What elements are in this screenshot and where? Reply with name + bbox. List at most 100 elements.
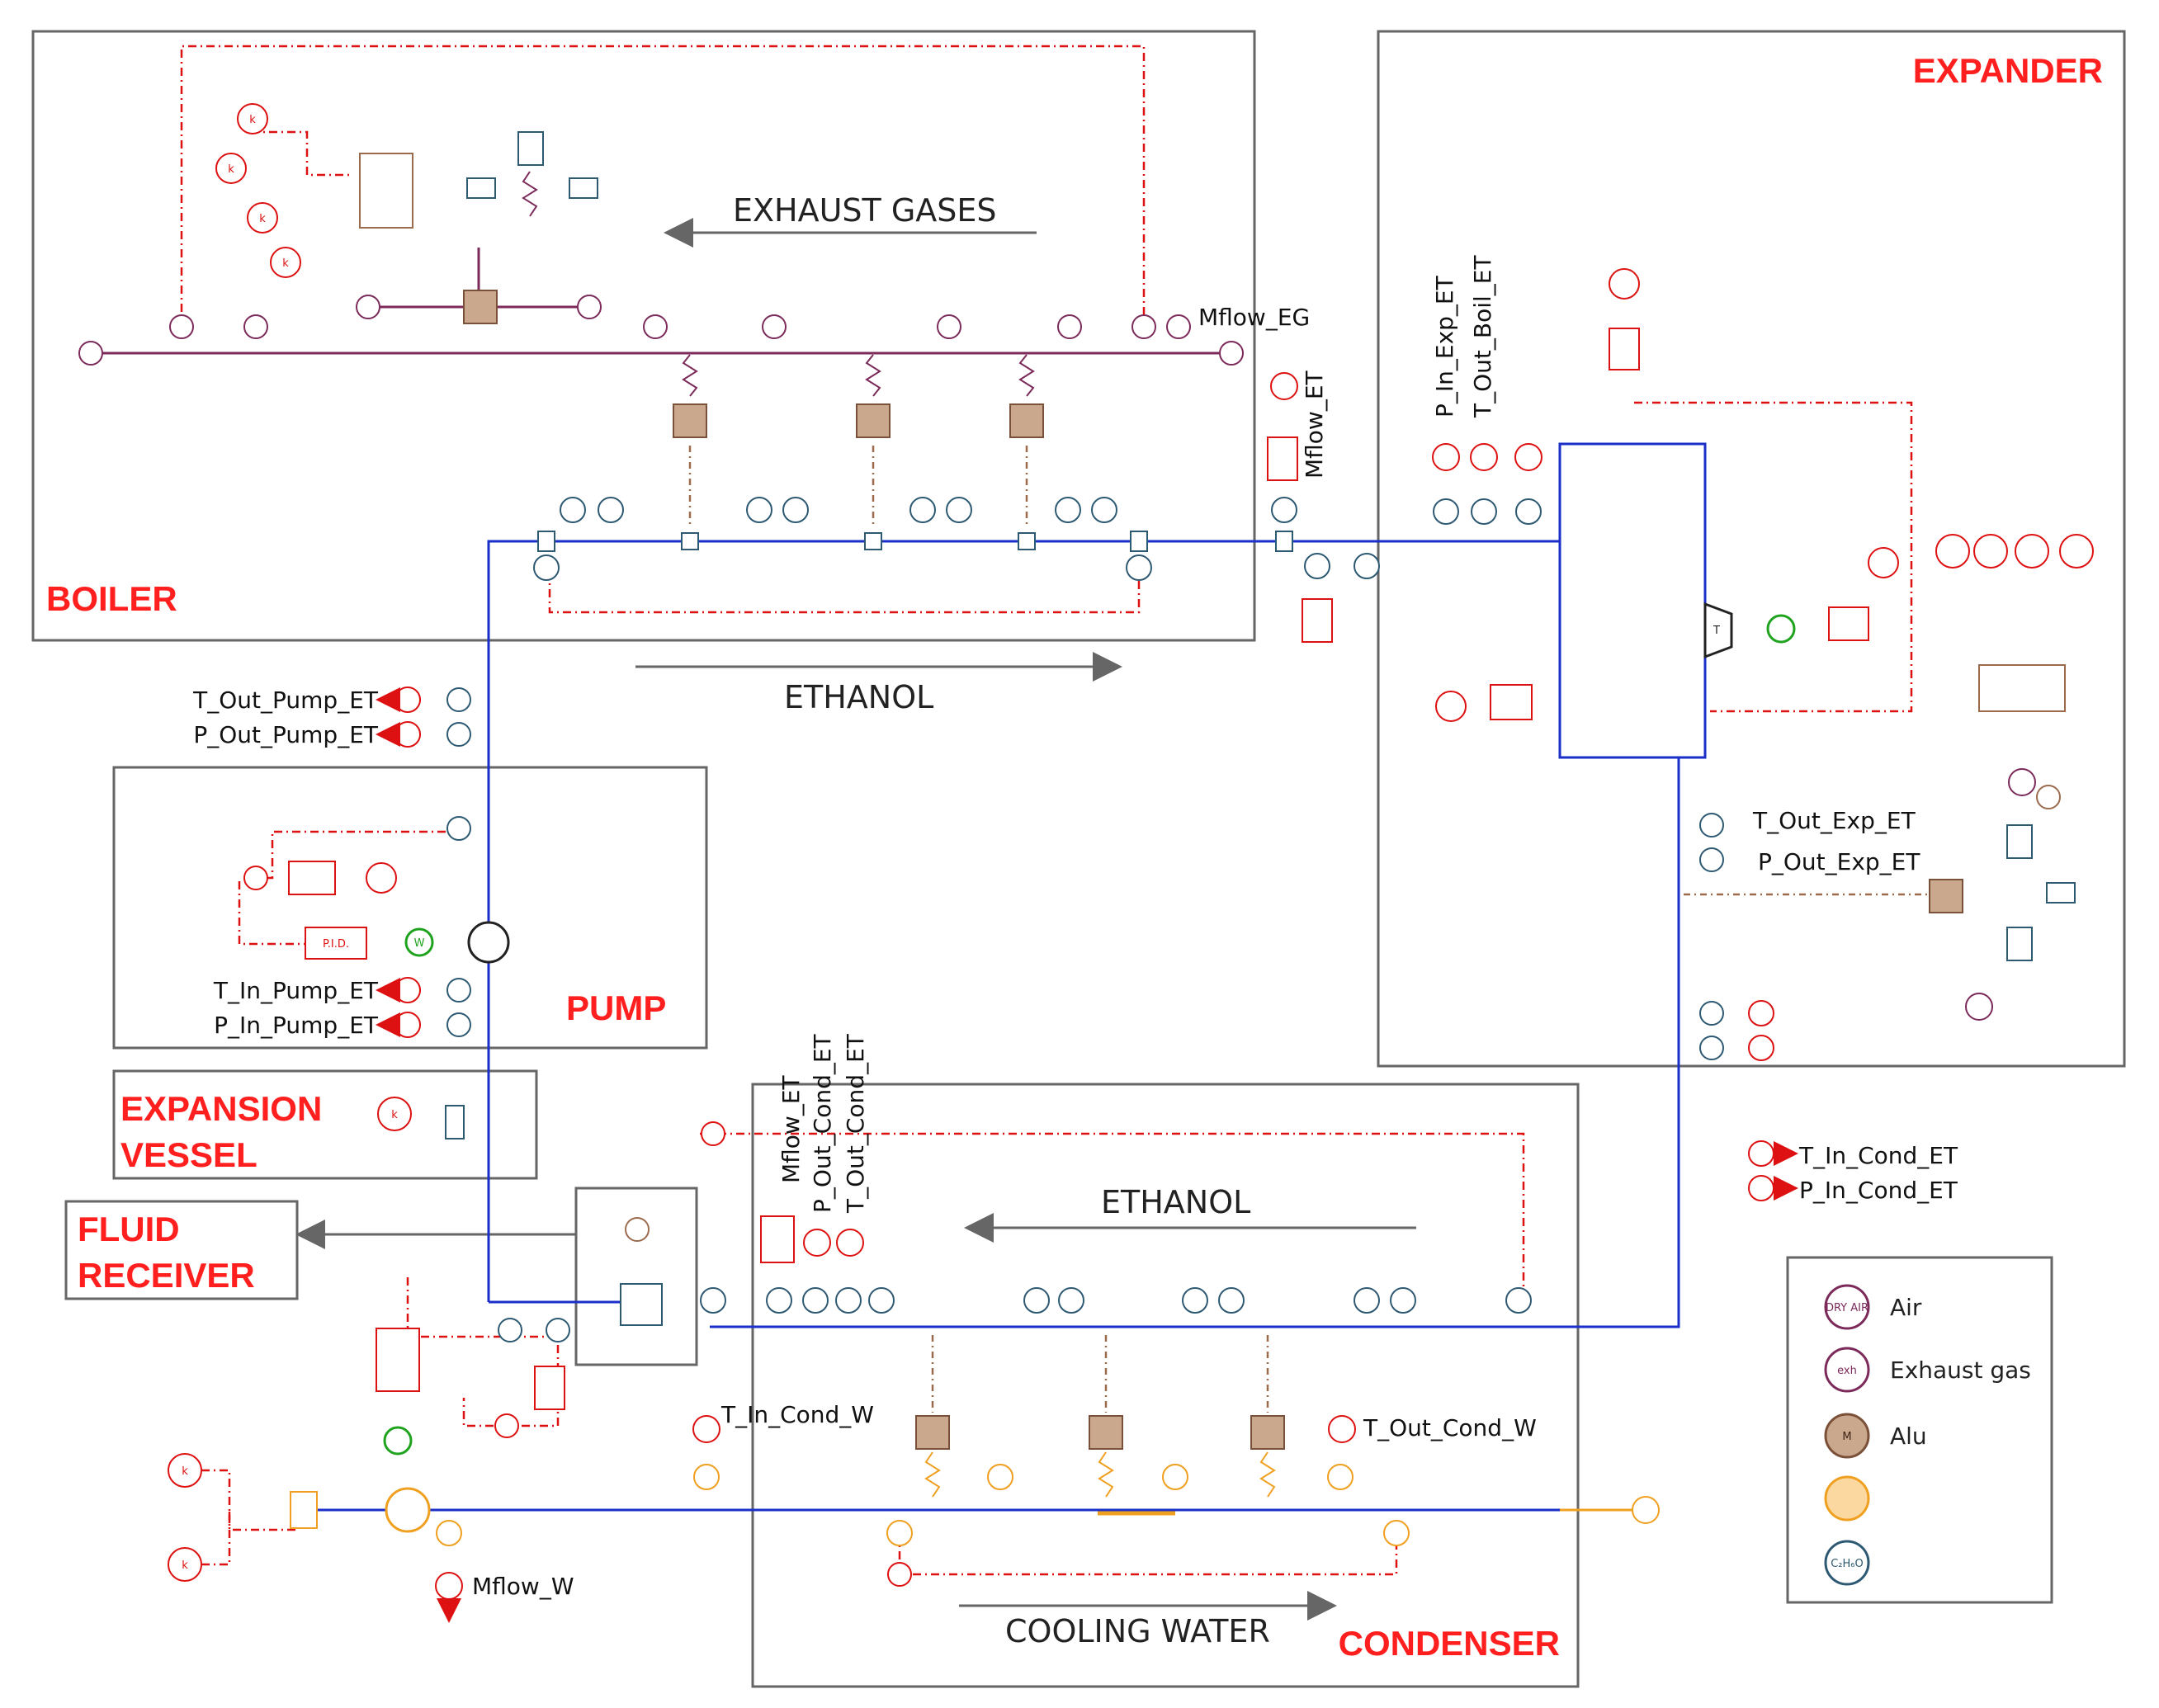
- water-sink[interactable]: [1632, 1496, 1660, 1524]
- water-pump-sensor[interactable]: [436, 1520, 462, 1546]
- exp-mflow-sensor[interactable]: [1270, 372, 1298, 400]
- exp-et-sensor-2[interactable]: [1471, 498, 1497, 525]
- exp-sensor-inlet-1[interactable]: [1432, 443, 1460, 471]
- cond-mflow-box[interactable]: [760, 1215, 795, 1263]
- boiler-hx-2[interactable]: [856, 403, 891, 438]
- exp-sensor-top[interactable]: [1609, 268, 1640, 300]
- exhaust-sensor-3[interactable]: [643, 314, 668, 339]
- cond-bottom-junction[interactable]: [887, 1562, 912, 1587]
- boiler-mflow-sensor-box[interactable]: [1267, 436, 1298, 481]
- water-t-sensor-4[interactable]: [1327, 1464, 1354, 1490]
- cond-et-sensor-10[interactable]: [1390, 1287, 1416, 1314]
- exp-et-sensor-4[interactable]: [1699, 813, 1724, 837]
- water-k-1[interactable]: [168, 1453, 202, 1488]
- cond-et-sensor-2[interactable]: [802, 1287, 829, 1314]
- boiler-hx-1[interactable]: [673, 403, 707, 438]
- boiler-tank-top[interactable]: [517, 131, 544, 166]
- exp-et-sensor-1[interactable]: [1433, 498, 1459, 525]
- pump-p-in-sensor[interactable]: [446, 1012, 471, 1037]
- exhaust-sensor-7[interactable]: [1131, 314, 1156, 339]
- cond-et-sensor-8[interactable]: [1218, 1287, 1245, 1314]
- receiver-pid-box[interactable]: [376, 1328, 420, 1392]
- cond-hx-2[interactable]: [1089, 1415, 1123, 1450]
- exp-sensor-k3[interactable]: [2015, 534, 2049, 569]
- expander-control-box-3[interactable]: [1490, 684, 1533, 720]
- boiler-flow-box-right[interactable]: [569, 177, 598, 199]
- cond-et-sensor-3[interactable]: [835, 1287, 862, 1314]
- et-sensor-b6[interactable]: [946, 497, 972, 523]
- exp-sensor-inlet-3[interactable]: [1514, 443, 1542, 471]
- water-node-left[interactable]: [886, 1520, 913, 1546]
- exp-tank-right[interactable]: [2046, 882, 2076, 904]
- exp-sensor-k2[interactable]: [1973, 534, 2008, 569]
- water-k-2[interactable]: [168, 1547, 202, 1582]
- et-sensor-b12[interactable]: [1304, 553, 1330, 579]
- exhaust-sensor-4[interactable]: [762, 314, 787, 339]
- exp-et-sensor-3[interactable]: [1515, 498, 1542, 525]
- water-t-sensor-1[interactable]: [693, 1464, 720, 1490]
- cond-sum-junction[interactable]: [701, 1121, 725, 1146]
- exp-et-sensor-5[interactable]: [1699, 847, 1724, 872]
- k-constant-3[interactable]: [247, 202, 278, 234]
- exp-et-sensor-7[interactable]: [1699, 1036, 1724, 1060]
- et-sensor-b8[interactable]: [1091, 497, 1117, 523]
- pump-p-out-sensor[interactable]: [446, 722, 471, 747]
- cond-et-sensor-6[interactable]: [1058, 1287, 1084, 1314]
- water-pump[interactable]: [385, 1487, 431, 1533]
- et-sensor-b2[interactable]: [598, 497, 624, 523]
- exp-tank-top[interactable]: [2006, 824, 2033, 859]
- expander-mixer[interactable]: [1978, 664, 2066, 712]
- et-sensor-b5[interactable]: [909, 497, 936, 523]
- water-node-right[interactable]: [1383, 1520, 1410, 1546]
- boiler-hx-3[interactable]: [1009, 403, 1044, 438]
- expander-control-box-1[interactable]: [1609, 328, 1640, 370]
- et-sensor-b4[interactable]: [782, 497, 809, 523]
- exp-air-sensor-bottom[interactable]: [1965, 993, 1993, 1021]
- k-constant-1[interactable]: [237, 103, 268, 134]
- et-sensor-b13[interactable]: [1354, 553, 1380, 579]
- fluid-receiver-level-sensor[interactable]: [625, 1217, 650, 1242]
- exp-et-sensor-6[interactable]: [1699, 1001, 1724, 1026]
- receiver-sensor-2[interactable]: [546, 1318, 570, 1342]
- cond-hx-1[interactable]: [915, 1415, 950, 1450]
- exhaust-temp-left[interactable]: [356, 295, 380, 319]
- exp-sensor-side[interactable]: [1868, 547, 1899, 578]
- pump-sensor-top[interactable]: [446, 816, 471, 841]
- expander-hx[interactable]: [1929, 879, 1963, 913]
- pump-step-source[interactable]: [366, 862, 397, 894]
- boiler-gain-box[interactable]: [1302, 598, 1333, 643]
- exhaust-source[interactable]: [78, 341, 103, 366]
- exhaust-sensor-5[interactable]: [937, 314, 961, 339]
- exp-air-sensor-top[interactable]: [2008, 768, 2036, 796]
- expansion-vessel-k[interactable]: [377, 1097, 412, 1131]
- et-sensor-b1[interactable]: [560, 497, 586, 523]
- water-t-sensor-2[interactable]: [987, 1464, 1013, 1490]
- exhaust-sensor-1[interactable]: [169, 314, 194, 339]
- boiler-flow-box-left[interactable]: [466, 177, 496, 199]
- exhaust-sensor-6[interactable]: [1057, 314, 1082, 339]
- receiver-sensor-1[interactable]: [498, 1318, 522, 1342]
- fluid-receiver-tank[interactable]: [620, 1283, 663, 1326]
- receiver-gain-box[interactable]: [534, 1366, 565, 1410]
- et-sensor-b7[interactable]: [1055, 497, 1081, 523]
- exp-sensor-left[interactable]: [1435, 691, 1467, 722]
- exhaust-sensor-8[interactable]: [1166, 314, 1191, 339]
- expansion-vessel-body[interactable]: [445, 1105, 465, 1139]
- boiler-hx-top[interactable]: [463, 290, 498, 324]
- water-pump-control[interactable]: [383, 1426, 413, 1456]
- cond-et-sensor-5[interactable]: [1023, 1287, 1050, 1314]
- exp-sensor-inlet-2[interactable]: [1470, 443, 1498, 471]
- receiver-sum-junction[interactable]: [494, 1413, 519, 1438]
- cond-et-sensor-1[interactable]: [766, 1287, 792, 1314]
- expander-turbine[interactable]: [1703, 602, 1733, 659]
- exp-tank-bottom[interactable]: [2006, 927, 2033, 961]
- exp-sensor-k4[interactable]: [2059, 534, 2094, 569]
- exhaust-sink[interactable]: [1219, 341, 1244, 366]
- cond-et-sensor-12[interactable]: [700, 1287, 726, 1314]
- pump-t-out-sensor[interactable]: [446, 687, 471, 712]
- expander-speed-sensor[interactable]: [1766, 614, 1796, 644]
- cond-et-sensor-4[interactable]: [868, 1287, 895, 1314]
- et-sensor-b3[interactable]: [746, 497, 772, 523]
- pump-t-in-sensor[interactable]: [446, 978, 471, 1003]
- exhaust-sensor-2[interactable]: [243, 314, 268, 339]
